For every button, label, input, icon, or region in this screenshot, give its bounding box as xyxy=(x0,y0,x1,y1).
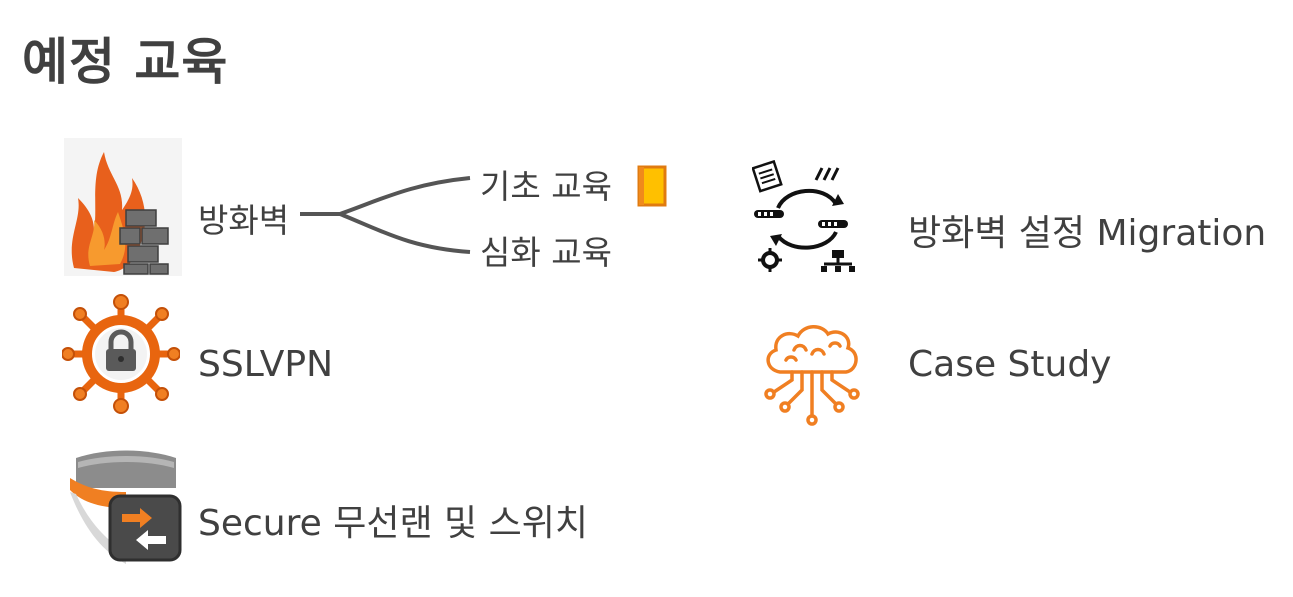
migration-cycle-icon xyxy=(751,159,862,276)
sslvpn-lock-icon xyxy=(61,294,181,414)
sslvpn-label: SSLVPN xyxy=(198,344,334,385)
page-title: 예정 교육 xyxy=(22,33,229,91)
migration-label: 방화벽 설정 Migration xyxy=(908,213,1267,254)
secure-switch-label: Secure 무선랜 및 스위치 xyxy=(198,503,588,544)
brain-circuit-icon xyxy=(760,320,864,426)
advanced-course-label: 심화 교육 xyxy=(480,233,612,272)
firewall-label: 방화벽 xyxy=(198,201,290,240)
firewall-icon xyxy=(64,138,182,276)
case-study-label: Case Study xyxy=(908,344,1112,385)
document-scroll-icon xyxy=(636,164,668,212)
basic-course-label: 기초 교육 xyxy=(480,167,612,206)
switch-shield-icon xyxy=(66,448,186,566)
